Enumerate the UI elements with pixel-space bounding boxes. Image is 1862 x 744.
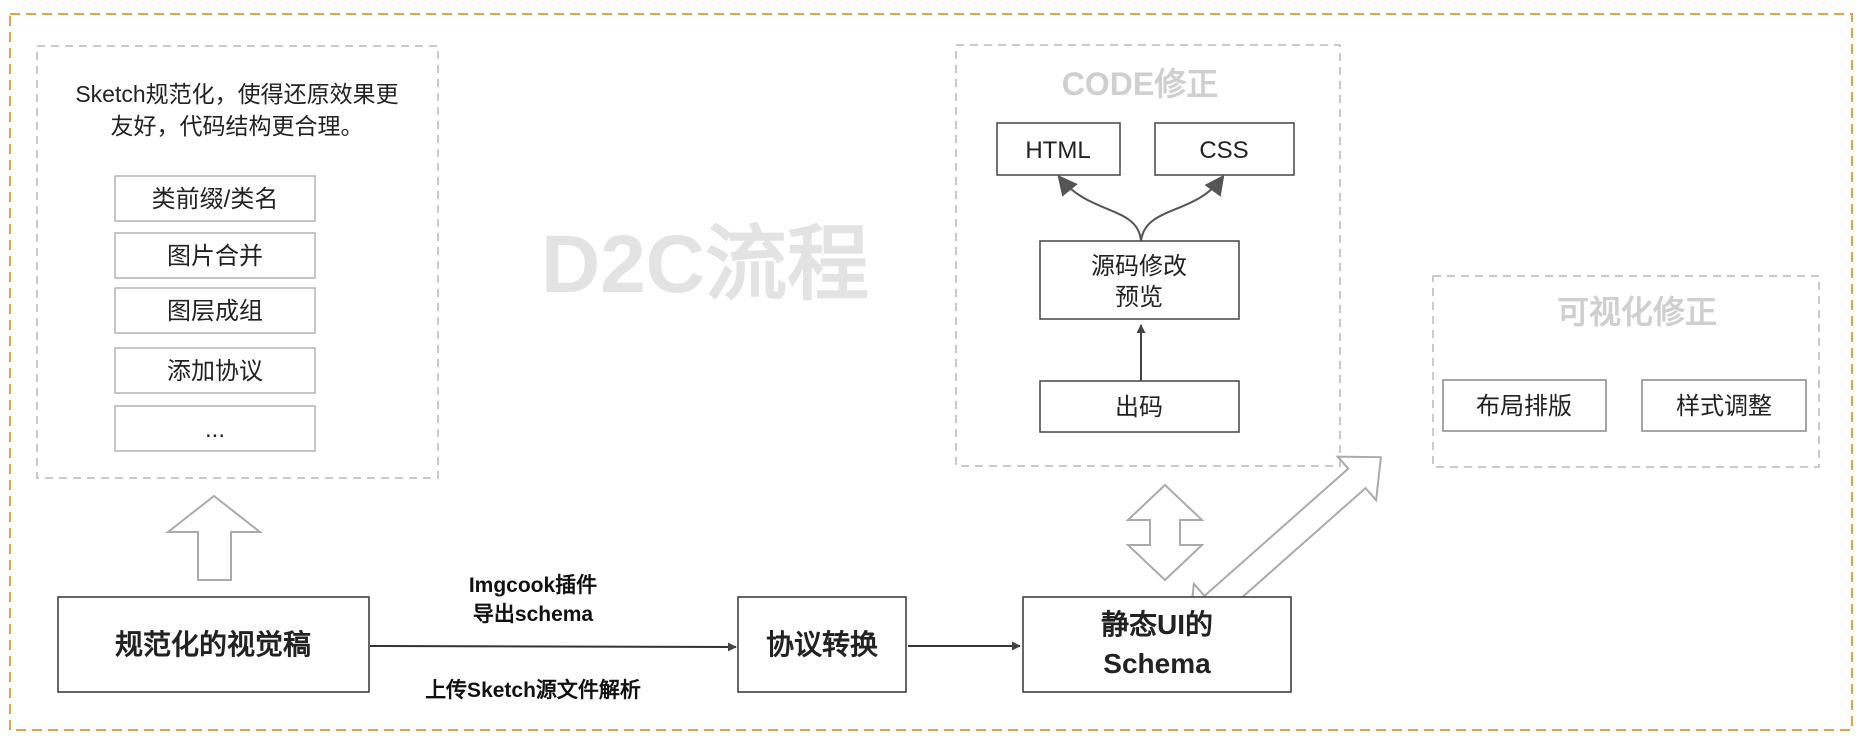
sketch-panel-frame xyxy=(36,45,439,479)
sketch-panel-description-line1: Sketch规范化，使得还原效果更 xyxy=(75,81,398,107)
item-box-image-merge xyxy=(114,232,316,279)
visual-panel-frame xyxy=(1432,275,1820,468)
schema-box xyxy=(1022,596,1292,693)
item-add-protocol: 添加协议 xyxy=(167,358,263,385)
item-box-ellipsis xyxy=(114,405,316,452)
preview-to-html-arrow xyxy=(1057,174,1142,242)
item-ellipsis: ... xyxy=(205,416,225,443)
item-box-add-protocol xyxy=(114,347,316,394)
layout-box xyxy=(1442,379,1607,432)
sketch-panel-description-line2: 友好，代码结构更合理。 xyxy=(111,113,364,139)
item-image-merge: 图片合并 xyxy=(167,243,263,270)
code-panel-frame xyxy=(955,44,1341,467)
css-label: CSS xyxy=(1199,137,1248,164)
source-label: 规范化的视觉稿 xyxy=(115,628,311,660)
output-box xyxy=(1039,380,1240,433)
sketch-normalize-panel: Sketch规范化，使得还原效果更 友好，代码结构更合理。 类前缀/类名 图片合… xyxy=(36,45,439,479)
schema-label-line1: 静态UI的 xyxy=(1101,608,1213,640)
item-box-layer-group xyxy=(114,287,316,334)
preview-box xyxy=(1039,240,1240,320)
item-box-class-prefix xyxy=(114,175,316,222)
preview-label-line2: 预览 xyxy=(1115,284,1163,311)
code-correction-panel: CODE修正 HTML CSS 源码修改 预览 出码 xyxy=(955,44,1341,467)
style-label: 样式调整 xyxy=(1676,393,1772,420)
style-box xyxy=(1641,379,1807,432)
layout-label: 布局排版 xyxy=(1476,393,1572,420)
visual-correction-panel: 可视化修正 布局排版 样式调整 xyxy=(1432,275,1820,468)
html-label: HTML xyxy=(1025,137,1090,164)
outer-frame xyxy=(9,13,1853,731)
convert-box xyxy=(737,596,907,693)
watermark-title: D2C流程 xyxy=(541,219,869,310)
preview-label-line1: 源码修改 xyxy=(1091,253,1187,280)
schema-label-line2: Schema xyxy=(1103,648,1211,679)
visual-panel-title: 可视化修正 xyxy=(1557,294,1717,330)
source-to-convert-arrow xyxy=(369,642,737,652)
preview-to-css-arrow xyxy=(1140,174,1225,242)
item-class-prefix: 类前缀/类名 xyxy=(152,186,279,213)
upload-label: 上传Sketch源文件解析 xyxy=(425,678,641,702)
item-layer-group: 图层成组 xyxy=(167,298,263,325)
output-label: 出码 xyxy=(1115,394,1163,421)
css-box xyxy=(1154,122,1295,176)
plugin-label-line1: Imgcook插件 xyxy=(469,574,597,597)
code-panel-title: CODE修正 xyxy=(1062,66,1218,102)
hollow-up-arrow-icon xyxy=(165,494,263,581)
source-box xyxy=(57,596,370,693)
convert-label: 协议转换 xyxy=(766,629,879,660)
hollow-vertical-double-arrow-icon xyxy=(1125,483,1205,582)
plugin-label-line2: 导出schema xyxy=(473,603,594,626)
